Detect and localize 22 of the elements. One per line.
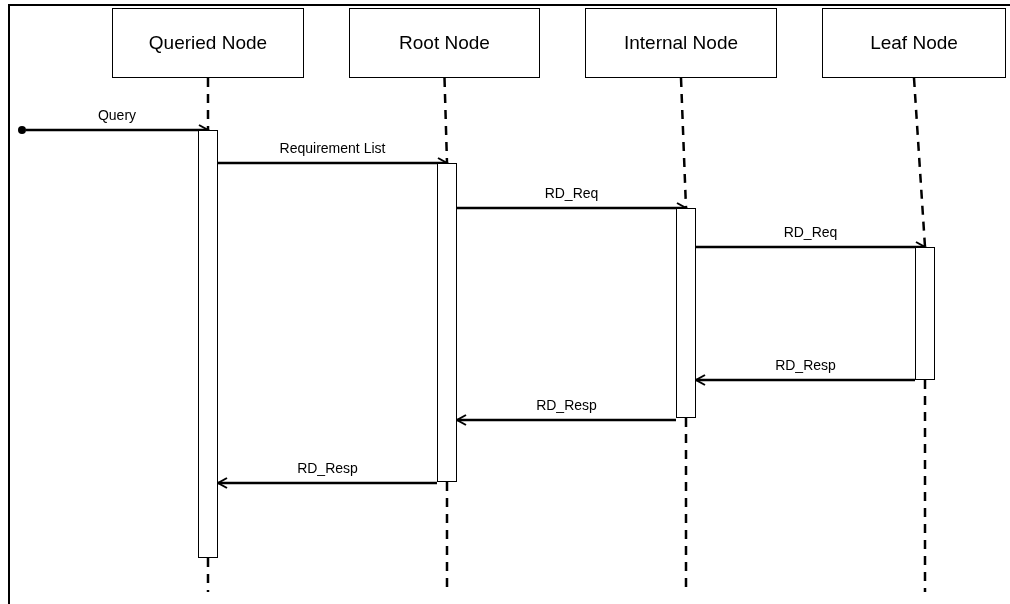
activation-bar [437,163,457,482]
participant-box [822,8,1006,78]
participant-name: Leaf Node [870,32,958,54]
activation-bar [676,208,696,418]
activation-bar [915,247,935,380]
participant-name: Queried Node [148,32,268,54]
participant-box [112,8,304,78]
lifeline [206,78,210,130]
participant-box [585,8,777,78]
activation-bar [198,130,218,558]
message-arrow [217,477,437,489]
participant-name: Root Node [399,32,490,54]
lifeline [206,558,210,592]
lifeline [923,380,927,592]
start-dot [18,126,26,134]
participant-name: Internal Node [623,32,739,54]
lifeline [679,77,688,209]
message-arrow [456,414,676,426]
message-arrow [695,374,915,386]
participant-box [349,8,540,78]
lifeline [912,77,927,248]
lifeline [443,77,449,164]
